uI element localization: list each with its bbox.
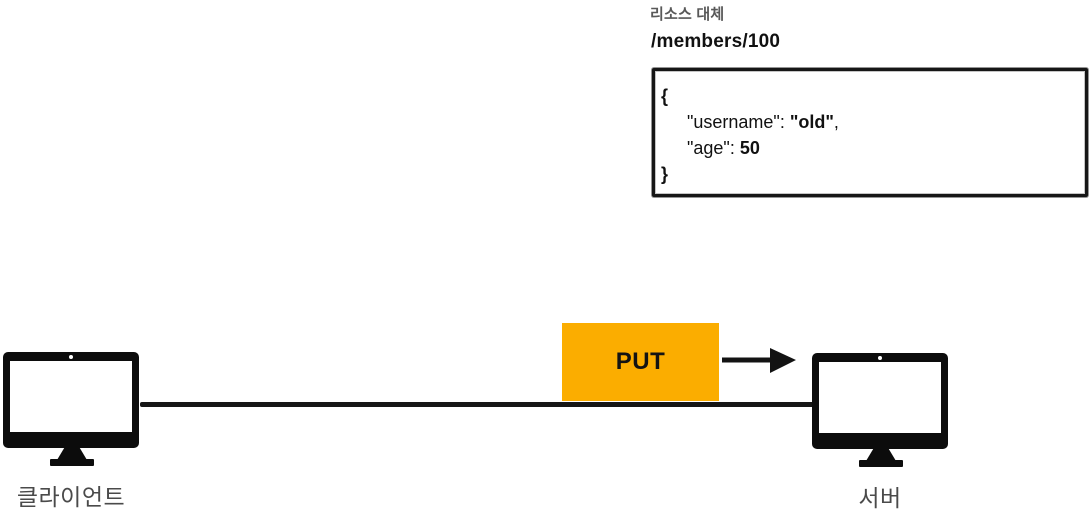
json-colon: : (779, 112, 790, 132)
server-label: 서버 (858, 485, 902, 511)
client-monitor-icon (3, 352, 139, 466)
connection-line (140, 402, 814, 407)
monitor-stand (57, 448, 87, 460)
arrow-right-icon (722, 348, 796, 373)
json-comma: , (833, 112, 839, 132)
server-monitor-icon (812, 353, 948, 467)
json-entry-username: "username": "old", (661, 109, 1085, 135)
monitor-base (859, 460, 903, 467)
monitor-stand (866, 449, 896, 461)
json-key: "username" (687, 112, 780, 132)
json-colon: : (729, 138, 740, 158)
resource-path: /members/100 (651, 31, 781, 52)
json-body-box: { "username": "old", "age": 50 } (652, 68, 1088, 197)
caption-resource-replace: 리소스 대체 (650, 6, 725, 23)
json-key: "age" (687, 138, 730, 158)
monitor-screen (10, 361, 132, 432)
put-method-box: PUT (562, 323, 719, 401)
client-label: 클라이언트 (16, 484, 126, 510)
monitor-camera-dot (878, 356, 882, 360)
monitor-screen (819, 362, 941, 433)
json-close-brace: } (661, 164, 669, 184)
monitor-base (50, 459, 94, 466)
json-value: 50 (739, 138, 760, 158)
json-entry-age: "age": 50 (661, 135, 1085, 161)
json-value: "old" (789, 112, 834, 132)
json-open-brace: { (661, 86, 669, 106)
monitor-camera-dot (69, 355, 73, 359)
